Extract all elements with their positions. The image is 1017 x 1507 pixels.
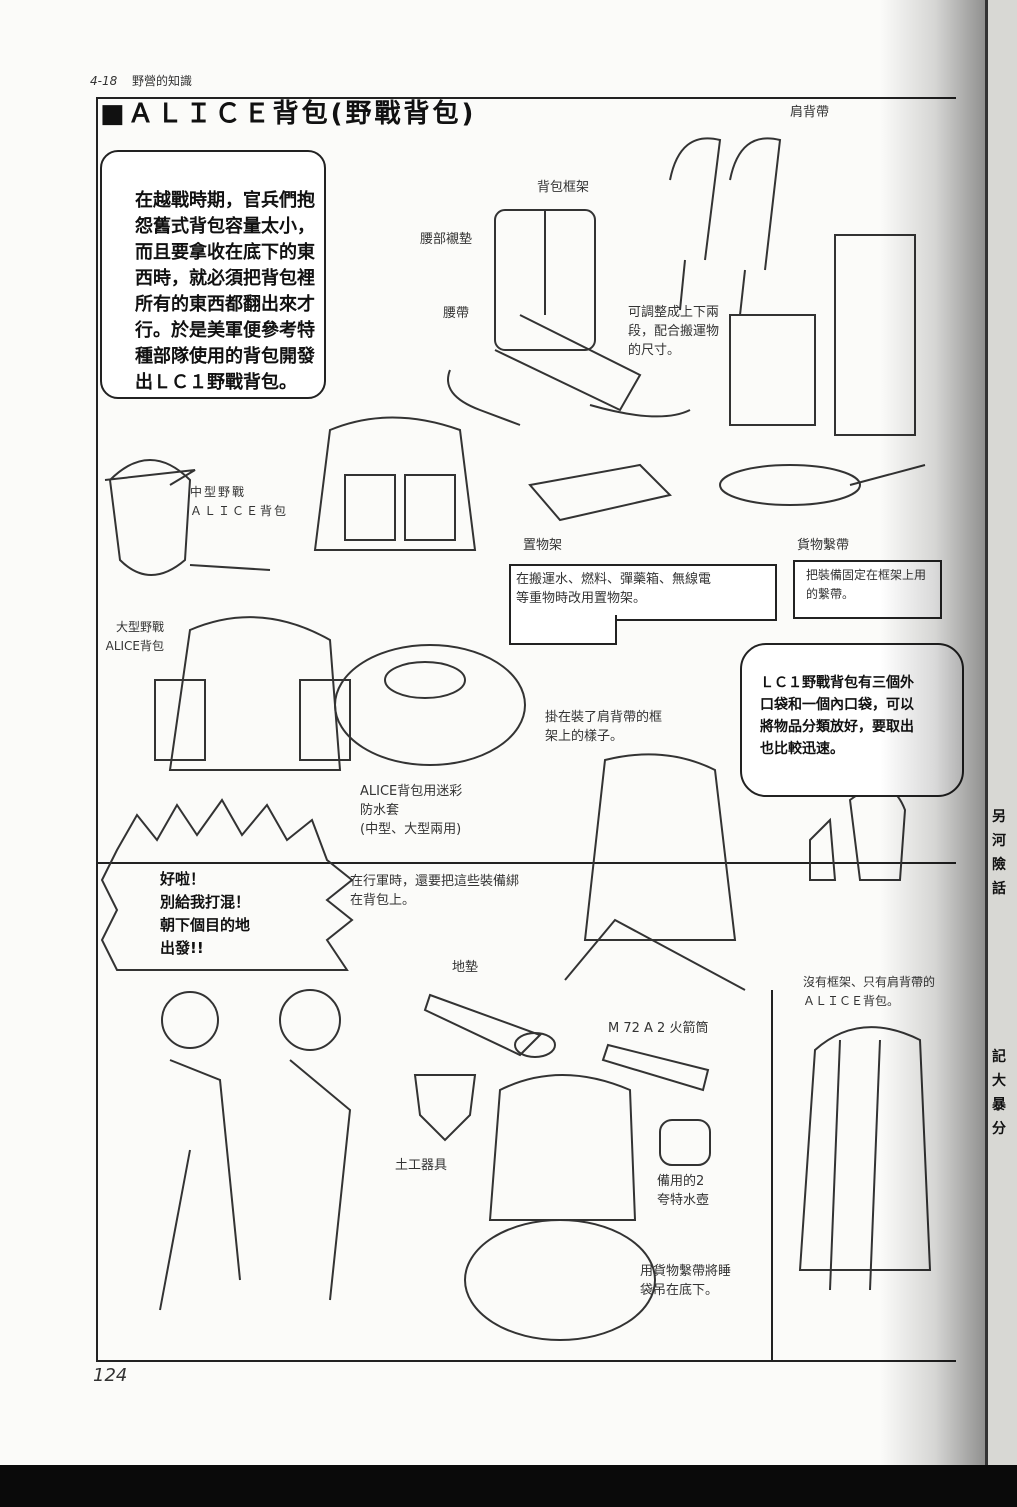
section-number: 4-18: [90, 74, 118, 88]
entrenching-tool-illustration: [413, 1074, 477, 1142]
page-title: ■ＡＬＩＣＥ背包(野戰背包): [100, 99, 477, 129]
label-mat: 地墊: [452, 960, 479, 975]
panel-border-top: [96, 97, 956, 99]
large-alice-pack-illustration: [154, 616, 351, 771]
label-march-note: 在行軍時，還要把這些裝備綁在背包上。: [350, 874, 520, 908]
label-sleeping-bag: 用貨物繫帶將睡袋吊在底下。: [640, 1264, 732, 1298]
frame-adjusted-illustration: [729, 234, 916, 436]
label-camo-cover: ALICE背包用迷彩防水套(中型、大型兩用): [360, 784, 463, 837]
label-on-frame: 掛在裝了肩背帶的框架上的樣子。: [545, 710, 663, 744]
frame-illustration: [447, 209, 691, 426]
scan-bottom-border: [0, 1465, 1017, 1507]
label-shoulder-strap: 肩背帶: [790, 105, 830, 120]
label-shelf: 置物架: [523, 538, 563, 553]
shout-bubble-outline: [100, 798, 354, 971]
shelf-note-box: [509, 564, 777, 621]
shelf-note: 在搬運水、燃料、彈藥箱、無線電等重物時改用置物架。: [516, 572, 712, 606]
loaded-pack-illustration: [464, 1074, 656, 1341]
panel-border-left: [96, 97, 98, 1362]
intro-speech-bubble: [100, 150, 326, 399]
panel-divider: [96, 862, 956, 864]
label-cargo-strap: 貨物繫帶: [797, 538, 850, 553]
cargo-note: 把裝備固定在框架上用的繫帶。: [806, 568, 927, 601]
chapter-title: 野營的知識: [132, 74, 193, 88]
panel-border-bottom: [96, 1360, 956, 1362]
label-frame: 背包框架: [537, 180, 590, 195]
shoulder-strap-illustration: [669, 137, 782, 316]
label-rocket: M 72 A 2 火箭筒: [608, 1021, 709, 1036]
rocket-launcher-illustration: [601, 1043, 710, 1092]
sleeping-mat-illustration: [423, 993, 556, 1058]
soldier-thumbs-up-illustration: [809, 786, 907, 881]
camouflage-cover-illustration: [334, 644, 526, 766]
next-page-text-2: 記大暴分: [992, 1049, 1006, 1137]
soldiers-illustration: [159, 989, 352, 1311]
label-adjustable: 可調整成上下兩段，配合搬運物的尺寸。: [628, 305, 720, 358]
label-shovel: 土工器具: [395, 1158, 448, 1173]
shout-text: 好啦！別給我打混！朝下個目的地出發!!: [160, 870, 251, 957]
label-waist-pad: 腰部襯墊: [420, 232, 473, 247]
shelf-note-box-tab: [509, 615, 617, 645]
frameless-alice-pack-illustration: [798, 1026, 932, 1291]
pack-on-frame-illustration: [564, 753, 746, 991]
medium-alice-pack-illustration: [313, 416, 477, 551]
cargo-strap-illustration: [719, 464, 926, 506]
lc1-text: ＬＣ１野戰背包有三個外口袋和一個內口袋，可以將物品分類放好，要取出也比較迅速。: [760, 675, 914, 757]
label-waist-belt: 腰帶: [443, 306, 470, 321]
next-page-text-1: 另河險話: [992, 809, 1006, 897]
canteen-illustration: [659, 1119, 711, 1166]
shelf-illustration: [528, 463, 672, 522]
next-page-edge: 另河險話 記大暴分: [985, 0, 1017, 1465]
page-number: 124: [93, 1365, 128, 1386]
woman-character-illustration: [104, 459, 271, 576]
panel-divider-vertical: [771, 990, 773, 1360]
intro-text: 在越戰時期，官兵們抱怨舊式背包容量太小，而且要拿收在底下的東西時，就必須把背包裡…: [135, 190, 315, 393]
